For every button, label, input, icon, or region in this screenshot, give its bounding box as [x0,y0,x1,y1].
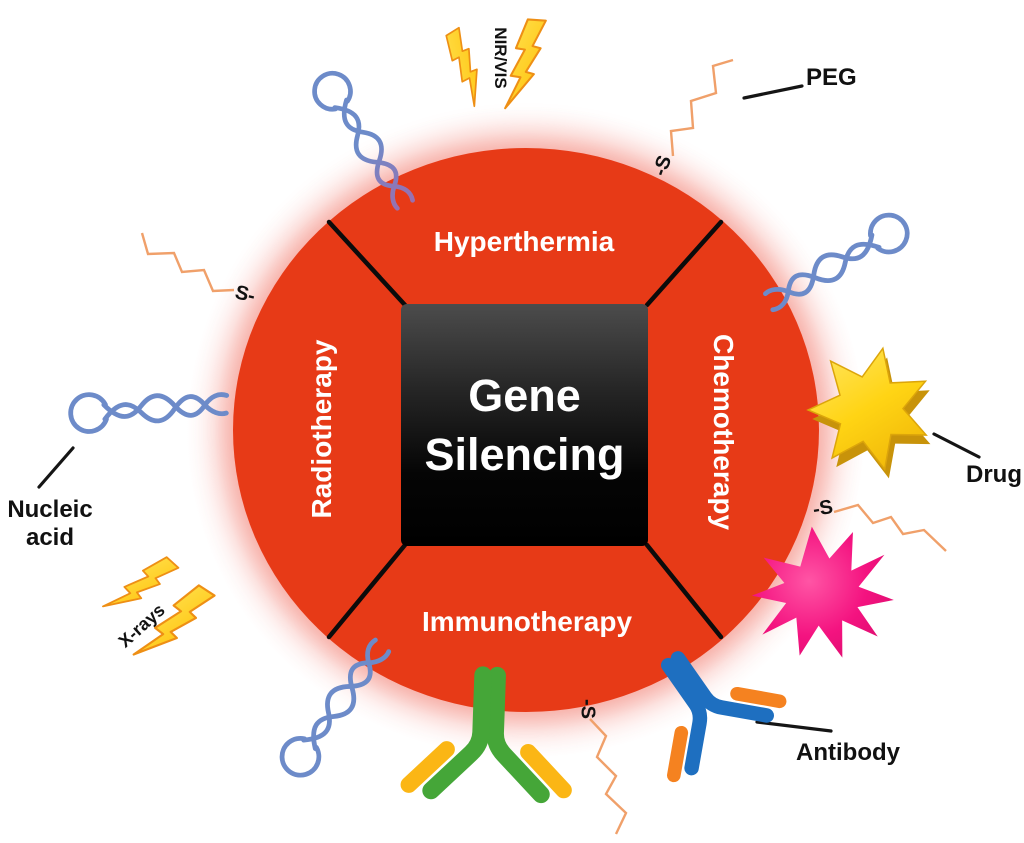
dna-helix-icon [760,208,914,318]
quadrant-label-immunotherapy: Immunotherapy [421,606,633,637]
nir-vis-label: NIR/VIS [491,27,510,89]
burst-icon [751,526,894,658]
center-gene-silencing-box: Gene Silencing [401,304,648,546]
peg-label: PEG [806,64,857,91]
peg-pointer-line [742,84,804,100]
nir-vis-bolt-icon [504,17,547,112]
nucleic-acid-pointer-line [37,446,75,489]
nucleic-acid-label-line2: acid [25,524,75,552]
dna-helix-icon [69,385,228,433]
peg-chains [140,58,947,835]
center-title-line1: Gene [468,369,581,421]
quadrant-label-chemotherapy: Chemotherapy [708,333,739,531]
peg-chain-icon [833,503,947,552]
center-title-line2: Silencing [424,429,625,480]
drug-star-icon [806,346,931,479]
pointer-lines [37,84,981,733]
nir-vis-bolt-icon [433,26,500,108]
peg-chain-icon [669,58,734,157]
peg-chain-icon [589,718,628,835]
antibody-label: Antibody [796,739,900,766]
dna-helix-icon [275,634,397,783]
dna-helix-icon [308,66,421,214]
peg-chain-icon [140,232,235,293]
drug-pointer-line [932,432,981,459]
nucleic-acid-label: Nucleic acid [4,496,96,553]
drug-label: Drug [966,461,1022,488]
antibody-blue-icon [620,624,783,779]
thiol-linker-label: -S [576,699,599,719]
quadrant-label-hyperthermia: Hyperthermia [433,226,615,257]
quadrant-divider-lines [326,219,724,640]
thiol-linker-label: -S [811,495,835,522]
quadrant-label-radiotherapy: Radiotherapy [306,339,337,519]
antibody-green-icon [408,672,568,796]
antibody-pointer-line [755,720,833,733]
nucleic-acid-label-line1: Nucleic [7,496,93,523]
